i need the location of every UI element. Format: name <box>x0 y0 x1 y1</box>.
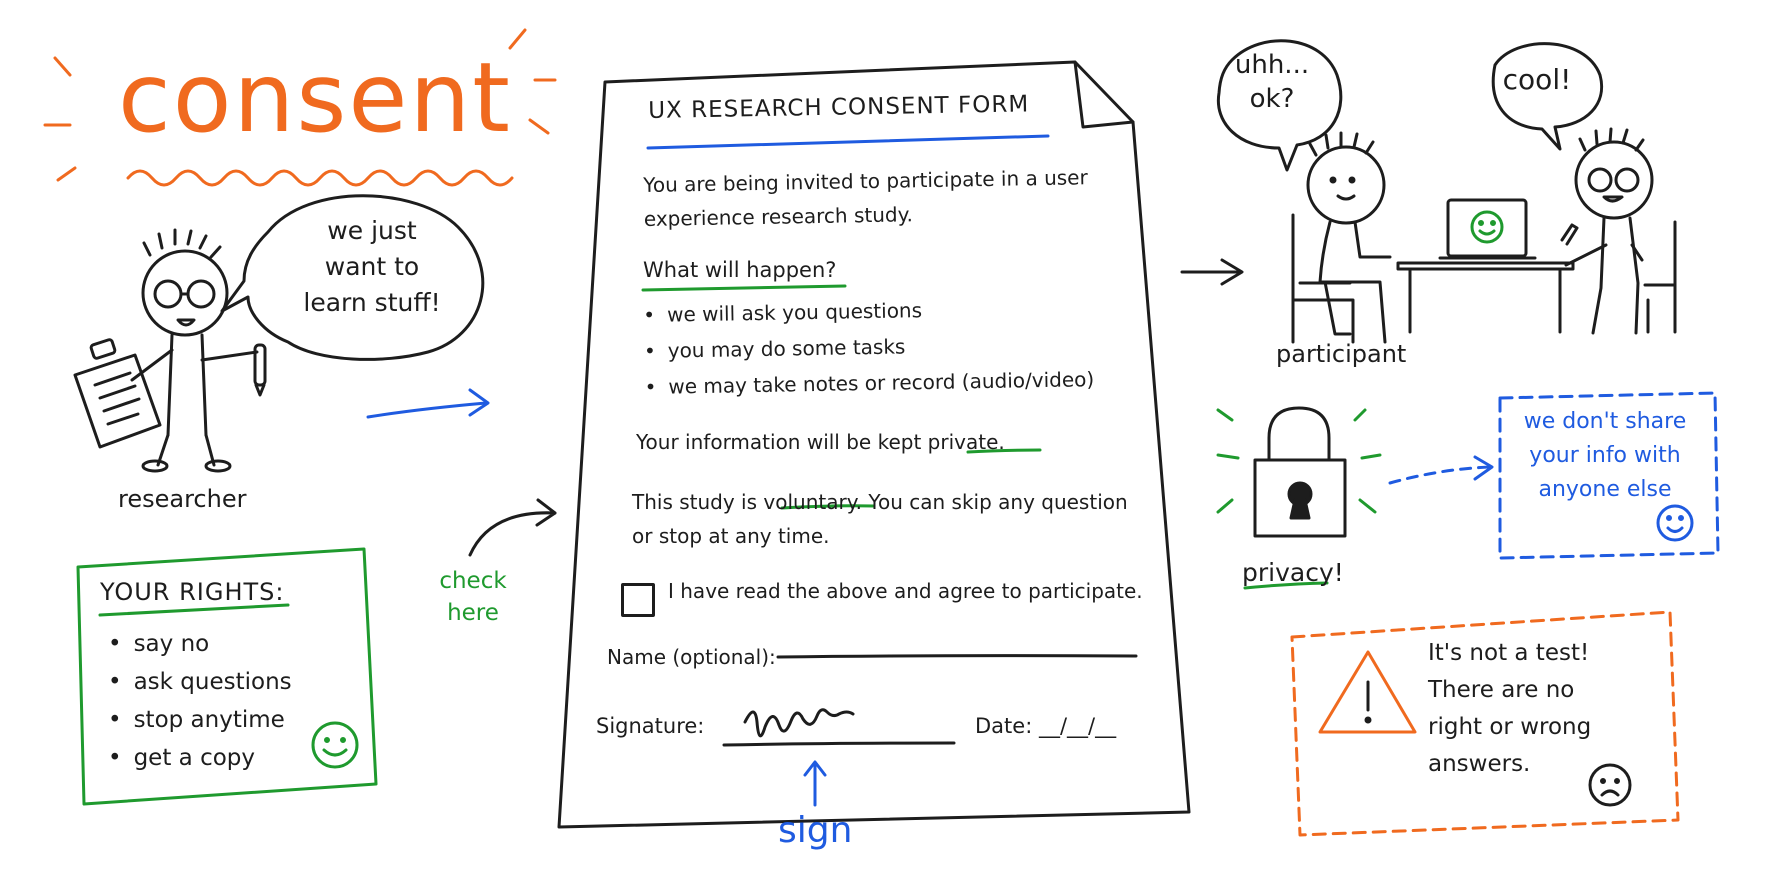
form-to-scene-arrow <box>1180 258 1244 286</box>
cool-speech-bubble <box>1491 42 1603 151</box>
padlock-icon <box>1253 406 1347 538</box>
privacy-label: privacy! <box>1242 558 1344 587</box>
form-voluntary-text: This study is <box>632 490 764 514</box>
page-title: consent <box>118 42 512 154</box>
rights-item: say no <box>108 625 292 663</box>
participant-speech-bubble <box>1216 39 1343 172</box>
not-test-line: It's not a test! <box>1428 640 1590 666</box>
not-test-line: There are no <box>1428 677 1575 703</box>
check-here-arrow <box>468 498 557 557</box>
researcher-to-form-arrow <box>366 388 490 419</box>
form-name-line <box>776 654 1138 659</box>
researcher-figure <box>73 228 267 473</box>
not-test-line: answers. <box>1428 751 1531 777</box>
not-test-note-text: It's not a test! There are no right or w… <box>1428 635 1658 783</box>
form-private-statement: Your information will be kept private. <box>636 430 1005 454</box>
not-test-note-box <box>1290 610 1680 837</box>
consent-form-paper <box>557 60 1191 829</box>
date-field-value: __/__/__ <box>1038 714 1117 738</box>
agree-checkbox-label: I have read the above and agree to parti… <box>668 579 1143 603</box>
share-note-line: anyone else <box>1538 477 1672 502</box>
form-voluntary-suffix: You can skip any question or stop at any… <box>632 490 1128 548</box>
rights-box <box>76 547 378 806</box>
desk-and-laptop <box>1396 198 1575 334</box>
rights-smiley <box>311 721 359 769</box>
researcher-speech-bubble <box>220 194 485 361</box>
form-private-underline <box>966 448 1042 454</box>
sign-hint: sign <box>778 810 853 851</box>
participant-speech-text: uhh... ok? <box>1222 48 1322 116</box>
agree-checkbox[interactable] <box>621 583 655 617</box>
form-title-underline <box>646 134 1050 150</box>
form-voluntary-underline <box>780 504 876 510</box>
not-test-frown-icon <box>1588 763 1632 807</box>
form-section-title: What will happen? <box>643 258 837 282</box>
researcher-speech-text: we just want to learn stuff! <box>282 213 462 321</box>
form-private-text: Your information will be kept <box>636 430 928 454</box>
warning-mark <box>1364 680 1372 724</box>
rights-item: get a copy <box>108 739 292 777</box>
not-test-line: right or wrong <box>1428 714 1592 740</box>
sign-arrow <box>803 760 827 807</box>
date-field-label: Date: <box>975 714 1033 738</box>
title-squiggle <box>126 169 514 187</box>
researcher-figure-seated <box>1560 127 1677 335</box>
participant-speech-line: ok? <box>1249 84 1295 114</box>
rights-title: YOUR RIGHTS: <box>100 578 285 606</box>
cool-speech-text: cool! <box>1502 63 1572 96</box>
form-voluntary-word: voluntary. <box>763 490 863 514</box>
form-intro: You are being invited to participate in … <box>643 165 1088 231</box>
form-signature-scribble <box>743 708 855 738</box>
form-section-underline <box>641 284 847 292</box>
share-note-text: we don't share your info with anyone els… <box>1505 405 1705 507</box>
check-here-line: here <box>447 600 499 626</box>
padlock-sparkle-lines <box>1216 408 1382 514</box>
participant-speech-line: uhh... <box>1234 50 1310 80</box>
rights-item: ask questions <box>108 663 292 701</box>
rights-list: say no ask questions stop anytime get a … <box>108 625 292 777</box>
check-here-hint: check here <box>428 565 518 629</box>
check-here-line: check <box>439 568 507 594</box>
share-note-box <box>1498 391 1720 560</box>
researcher-speech-line: we just <box>327 216 417 245</box>
form-voluntary-statement: This study is voluntary. You can skip an… <box>632 485 1152 553</box>
warning-icon <box>1318 650 1417 734</box>
rights-title-underline <box>98 603 290 617</box>
researcher-label: researcher <box>118 485 247 513</box>
form-signature-line <box>722 741 956 747</box>
rights-item: stop anytime <box>108 701 292 739</box>
form-folded-corner <box>1073 60 1135 129</box>
form-private-word: private. <box>927 430 1005 454</box>
laptop-smiley <box>1470 210 1504 244</box>
researcher-speech-line: learn stuff! <box>303 288 441 317</box>
title-sparkle-lines <box>43 28 557 182</box>
researcher-speech-line: want to <box>324 252 420 281</box>
form-list: we will ask you questions you may do som… <box>643 289 1094 405</box>
privacy-to-note-arrow <box>1388 465 1492 485</box>
share-note-line: we don't share <box>1523 409 1687 434</box>
share-note-line: your info with <box>1529 443 1681 468</box>
signature-field-label: Signature: <box>596 714 705 738</box>
share-note-smiley <box>1656 504 1694 542</box>
participant-figure <box>1291 131 1392 344</box>
participant-label: participant <box>1276 340 1407 368</box>
name-field-label: Name (optional): <box>607 645 776 669</box>
privacy-underline <box>1243 581 1329 590</box>
date-field: Date: __/__/__ <box>975 714 1116 738</box>
